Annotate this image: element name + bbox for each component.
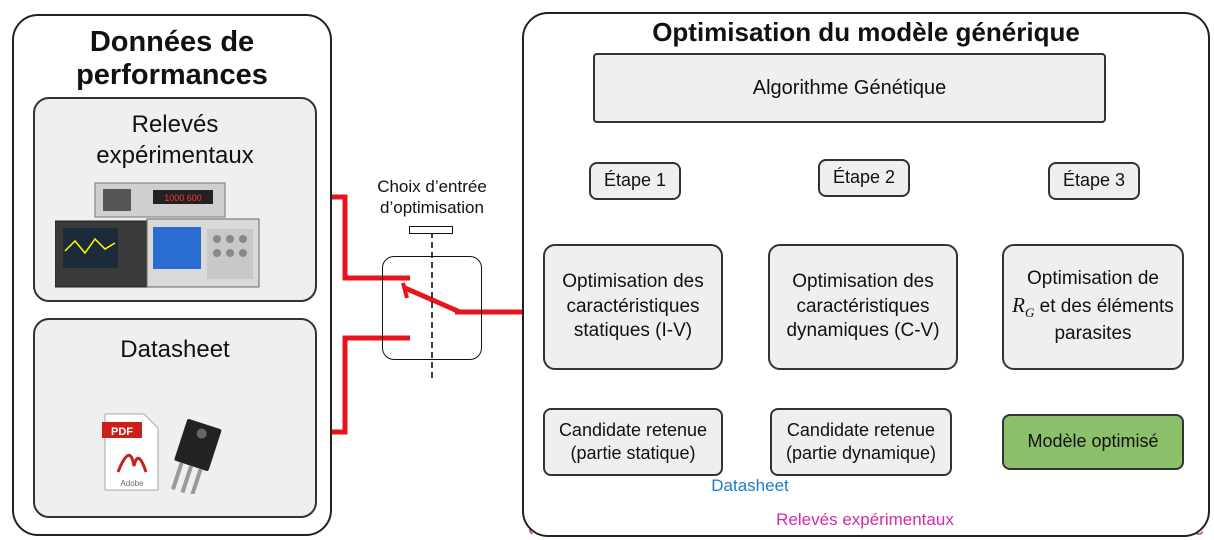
- genetic-algorithm-box[interactable]: Algorithme Génétique: [593, 53, 1106, 123]
- opt1-line-3: statiques (I-V): [573, 320, 693, 342]
- switch-arm: [404, 285, 461, 315]
- static-characteristics-optimisation-box[interactable]: Optimisation des caractéristiques statiq…: [543, 244, 723, 370]
- opt3-line-1: Optimisation de: [1026, 268, 1159, 290]
- step-3-box[interactable]: Étape 3: [1048, 162, 1140, 200]
- opt3-line-3: parasites: [1054, 322, 1132, 344]
- switch-caption-line-1: Choix d’entrée: [377, 177, 487, 196]
- cand1-line-2: (partie statique): [570, 443, 696, 463]
- cand2-line-2: (partie dynamique): [785, 443, 937, 463]
- dynamic-candidate-box[interactable]: Candidate retenue (partie dynamique): [770, 408, 952, 476]
- opt2-line-3: dynamiques (C-V): [786, 320, 940, 342]
- cand1-line-1: Candidate retenue: [558, 419, 708, 440]
- title-line-2: performances: [76, 59, 268, 92]
- dynamic-characteristics-optimisation-box[interactable]: Optimisation des caractéristiques dynami…: [768, 244, 958, 370]
- switch-actuator-knob[interactable]: [409, 226, 453, 234]
- rg-symbol: R: [1012, 293, 1025, 318]
- opt2-line-2: caractéristiques: [796, 295, 930, 317]
- opt3-line-2: RG et des éléments: [1012, 292, 1174, 322]
- rg-subscript: G: [1025, 304, 1035, 320]
- lab-instruments-image: 1000 600: [55, 182, 260, 288]
- title-line-1: Données de: [89, 26, 255, 58]
- cand2-line-1: Candidate retenue: [786, 419, 936, 440]
- optimised-model-box[interactable]: Modèle optimisé: [1002, 414, 1184, 470]
- static-candidate-box[interactable]: Candidate retenue (partie statique): [543, 408, 723, 476]
- opt1-line-1: Optimisation des: [562, 270, 704, 292]
- experimental-label-1: Relevés: [131, 111, 219, 138]
- pdf-brand: Adobe: [120, 479, 144, 488]
- pdf-label: PDF: [111, 426, 133, 438]
- opt1-line-2: caractéristiques: [566, 295, 700, 317]
- experimental-label-2: expérimentaux: [96, 142, 254, 170]
- step-2-box[interactable]: Étape 2: [818, 159, 910, 197]
- datasheet-label: Datasheet: [120, 336, 230, 363]
- opt3-line-2-rest: et des éléments: [1034, 296, 1174, 318]
- switch-caption: Choix d’entrée d’optimisation: [362, 176, 502, 219]
- input-selector-switch[interactable]: [382, 256, 482, 360]
- switch-caption-line-2: d’optimisation: [380, 198, 484, 218]
- opt2-line-1: Optimisation des: [792, 270, 934, 292]
- instrument-readout: 1000 600: [164, 193, 202, 203]
- optimisation-title: Optimisation du modèle générique: [652, 17, 1080, 47]
- rg-parasitics-optimisation-box[interactable]: Optimisation de RG et des éléments paras…: [1002, 244, 1184, 370]
- step-1-box[interactable]: Étape 1: [589, 162, 681, 200]
- datasheet-region-label: Datasheet: [711, 476, 789, 495]
- experimental-region-label: Relevés expérimentaux: [776, 510, 954, 529]
- performance-data-title: Données de performances: [12, 26, 332, 93]
- pdf-and-transistor-icons: PDF Adobe: [102, 413, 222, 494]
